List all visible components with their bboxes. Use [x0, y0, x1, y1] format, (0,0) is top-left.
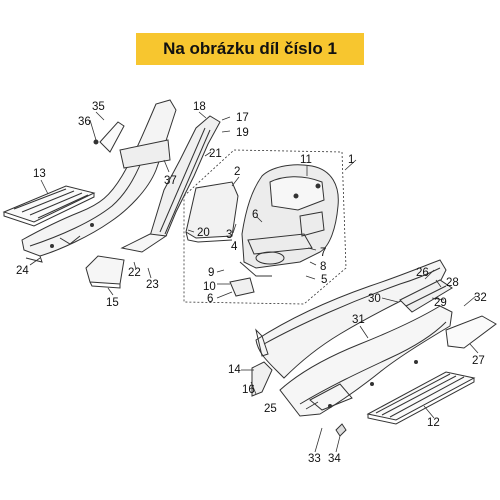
callout-36: 36 — [78, 116, 91, 128]
callout-24: 24 — [16, 265, 29, 277]
callout-19: 19 — [236, 127, 249, 139]
part-35-small-cover — [93, 121, 125, 153]
part-27-small-cover — [445, 315, 497, 349]
callout-9: 9 — [208, 267, 214, 279]
callouts: 1 2 3 4 5 6 6 7 8 9 10 11 12 13 14 15 16… — [16, 101, 487, 465]
banner-text: Na obrázku díl číslo 1 — [163, 39, 337, 58]
callout-13: 13 — [33, 168, 46, 180]
callout-16: 16 — [242, 384, 255, 396]
callout-21: 21 — [209, 148, 222, 160]
callout-10: 10 — [203, 281, 216, 293]
callout-23: 23 — [146, 279, 159, 291]
callout-12: 12 — [427, 417, 440, 429]
callout-25: 25 — [264, 403, 277, 415]
leader-lines — [29, 111, 479, 453]
part-28-right-trim — [399, 279, 453, 313]
callout-29: 29 — [434, 297, 447, 309]
callout-4: 4 — [231, 241, 238, 253]
callout-8: 8 — [320, 261, 326, 273]
callout-37: 37 — [164, 175, 177, 187]
callout-5: 5 — [321, 274, 327, 286]
callout-15: 15 — [106, 297, 119, 309]
callout-20: 20 — [197, 227, 210, 239]
callout-3: 3 — [226, 229, 232, 241]
callout-33: 33 — [308, 453, 321, 465]
part-2-lid — [185, 181, 239, 243]
callout-7: 7 — [320, 247, 326, 259]
callout-11: 11 — [300, 154, 312, 166]
part-34-screw — [335, 423, 347, 437]
part-12-footboard-mat-right — [366, 371, 476, 425]
callout-28: 28 — [446, 277, 459, 289]
callout-34: 34 — [328, 453, 341, 465]
part-14-small-bracket — [251, 361, 273, 397]
callout-17: 17 — [236, 112, 249, 124]
callout-14: 14 — [228, 364, 241, 376]
part-1-leg-shield-body — [239, 164, 339, 277]
part-15-small-cover — [85, 255, 125, 289]
part-1-group-outline — [183, 149, 347, 305]
part-24-left-side-panel — [21, 99, 177, 263]
callout-18: 18 — [193, 101, 206, 113]
title-banner: Na obrázku díl číslo 1 — [136, 33, 364, 65]
callout-30: 30 — [368, 293, 381, 305]
callout-32: 32 — [474, 292, 487, 304]
callout-27: 27 — [472, 355, 485, 367]
callout-35: 35 — [92, 101, 105, 113]
callout-6b: 6 — [207, 293, 213, 305]
callout-2: 2 — [234, 166, 240, 178]
callout-1: 1 — [348, 154, 354, 166]
part-10-bracket — [229, 277, 255, 297]
part-13-footboard-mat-left — [2, 185, 96, 227]
callout-26: 26 — [416, 267, 429, 279]
part-21-center-tunnel — [120, 115, 221, 253]
callout-31: 31 — [352, 314, 365, 326]
callout-22: 22 — [128, 267, 141, 279]
callout-6a: 6 — [252, 209, 258, 221]
part-25-lower-floor-panel — [279, 305, 453, 417]
